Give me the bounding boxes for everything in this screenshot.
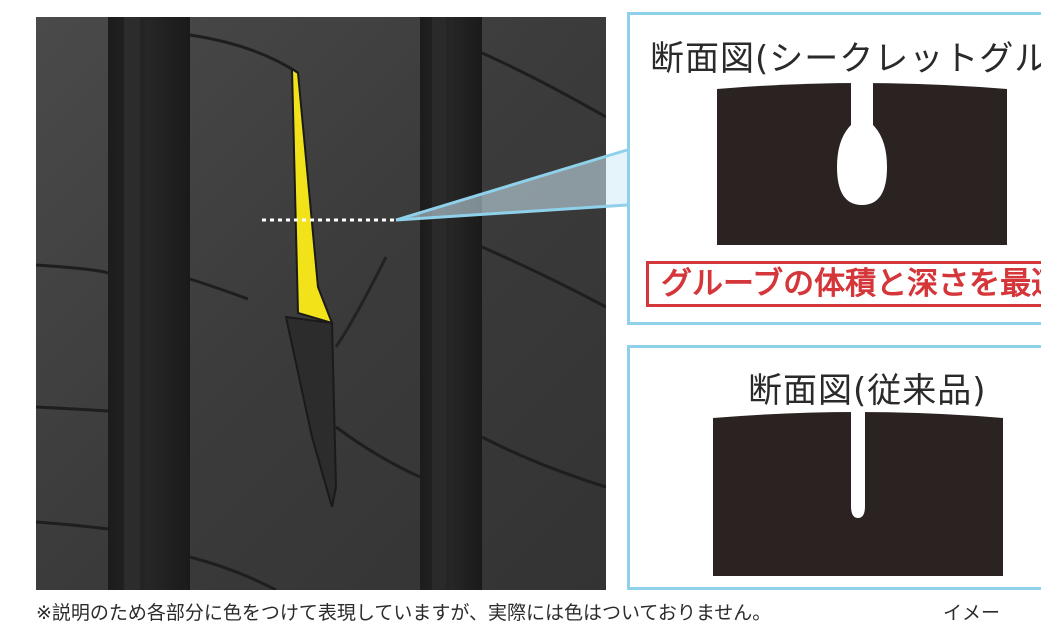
tire-tread-image [36, 17, 606, 590]
optimization-callout: グルーブの体積と深さを最適化 [646, 261, 1041, 307]
conventional-section-title: 断面図(従来品) [748, 371, 987, 411]
secret-groove-cross-section [717, 80, 1007, 245]
main-groove-left [108, 17, 190, 590]
secret-groove-highlight [290, 67, 334, 325]
footnote-text: ※説明のため各部分に色をつけて表現していますが、実際には色はついておりません。 [36, 602, 772, 624]
secret-groove-section-panel: 断面図(シークレットグルーブ グルーブの体積と深さを最適化 [627, 12, 1041, 325]
conventional-section-panel: 断面図(従来品) [627, 345, 1041, 590]
conventional-groove-cross-section [713, 410, 1003, 576]
secret-section-title: 断面図(シークレットグルーブ [650, 39, 1041, 79]
groove-extension [284, 315, 338, 508]
main-groove-right [420, 17, 482, 590]
image-note-text: イメー [943, 602, 1001, 624]
